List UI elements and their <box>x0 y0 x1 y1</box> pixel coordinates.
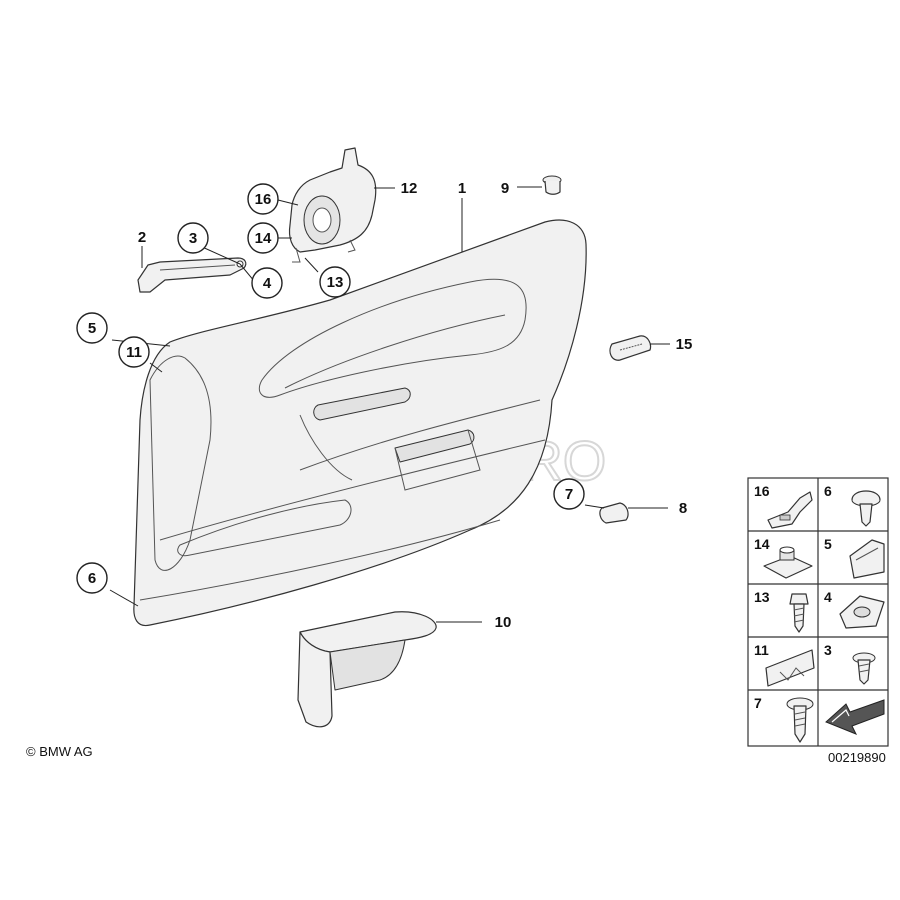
svg-text:2: 2 <box>138 229 146 246</box>
flat-head-screw-icon <box>786 697 814 743</box>
legend-cell-3: 3 <box>824 642 876 685</box>
svg-text:15: 15 <box>676 336 693 353</box>
callout-13: 13 <box>319 266 351 298</box>
callout-9: 9 <box>501 180 509 197</box>
expanding-rivet-icon <box>851 490 881 527</box>
callout-4: 4 <box>251 267 283 299</box>
svg-text:3: 3 <box>189 230 197 247</box>
callout-12: 12 <box>401 180 418 197</box>
legend-cell-7: 7 <box>754 695 814 743</box>
clip-nut-icon <box>839 595 885 629</box>
callout-14: 14 <box>247 222 279 254</box>
legend-cell-6: 6 <box>824 483 881 527</box>
svg-text:12: 12 <box>401 180 418 197</box>
svg-text:8: 8 <box>679 500 687 517</box>
legend-cell-16: 16 <box>754 483 813 529</box>
callout-16: 16 <box>247 183 279 215</box>
svg-text:4: 4 <box>824 589 832 605</box>
svg-text:14: 14 <box>255 230 272 247</box>
screw-icon <box>789 593 809 633</box>
svg-text:5: 5 <box>824 536 832 552</box>
legend-cell-14: 14 <box>754 536 813 579</box>
callout-11: 11 <box>118 336 150 368</box>
switch-cover-part <box>609 335 652 361</box>
svg-text:6: 6 <box>88 570 96 587</box>
legend-cell-11: 11 <box>754 642 815 687</box>
door-trim-panel <box>133 219 587 627</box>
legend-cell-13: 13 <box>754 589 809 633</box>
speaker-assembly <box>288 147 377 263</box>
guide-rail-icon <box>765 649 815 687</box>
copyright-text: © BMW AG <box>26 744 93 759</box>
armrest-pad-part <box>297 611 437 728</box>
svg-text:16: 16 <box>754 483 770 499</box>
callout-7: 7 <box>553 478 585 510</box>
callout-10: 10 <box>495 614 512 631</box>
svg-text:5: 5 <box>88 320 96 337</box>
svg-text:6: 6 <box>824 483 832 499</box>
callout-2: 2 <box>138 229 146 246</box>
legend-cell-arrow <box>825 699 885 735</box>
svg-text:11: 11 <box>754 642 769 658</box>
svg-text:13: 13 <box>327 274 344 291</box>
svg-text:1: 1 <box>458 180 466 197</box>
fastener-legend-grid: 16 6 14 5 <box>747 477 889 747</box>
svg-text:7: 7 <box>754 695 762 711</box>
callout-8: 8 <box>679 500 687 517</box>
svg-text:14: 14 <box>754 536 770 552</box>
svg-text:4: 4 <box>263 275 272 292</box>
svg-text:7: 7 <box>565 486 573 503</box>
callout-3: 3 <box>177 222 209 254</box>
svg-text:9: 9 <box>501 180 509 197</box>
callout-5: 5 <box>76 312 108 344</box>
svg-text:13: 13 <box>754 589 770 605</box>
svg-text:3: 3 <box>824 642 832 658</box>
callout-15: 15 <box>676 336 693 353</box>
plug-part <box>542 175 562 195</box>
leader-lines <box>109 186 670 623</box>
svg-text:16: 16 <box>255 191 272 208</box>
callouts: 1 2 3 4 5 6 7 8 9 10 11 12 13 14 15 16 <box>76 180 693 631</box>
svg-text:10: 10 <box>495 614 512 631</box>
callout-6: 6 <box>76 562 108 594</box>
bracket-clip-icon <box>849 539 885 579</box>
hex-screw-icon <box>852 652 876 685</box>
diagram-number: 00219890 <box>828 750 886 765</box>
arrow-icon <box>825 699 885 735</box>
cap-part <box>599 502 629 524</box>
callout-1: 1 <box>458 180 466 197</box>
speed-nut-icon <box>763 546 813 579</box>
svg-text:11: 11 <box>126 344 142 361</box>
legend-cell-4: 4 <box>824 589 885 629</box>
legend-cell-5: 5 <box>824 536 885 579</box>
bracket-part <box>137 257 247 293</box>
clip-icon <box>767 491 813 529</box>
